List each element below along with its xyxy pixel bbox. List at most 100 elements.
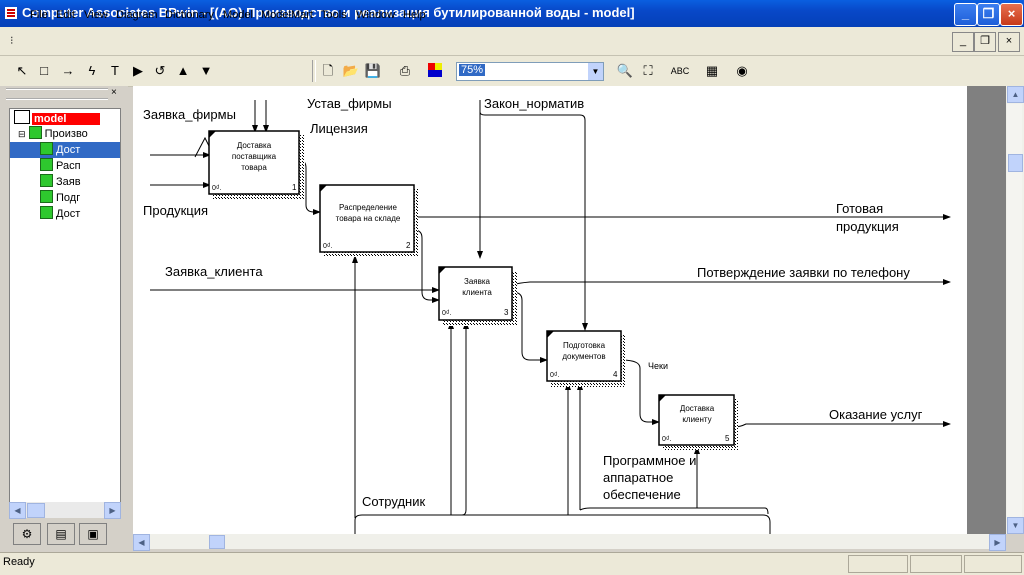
zoom-in-icon[interactable]: 🔍	[616, 63, 634, 78]
box-5-number: 5	[725, 434, 730, 443]
box-2-number: 2	[406, 241, 411, 250]
menu-window[interactable]: Window	[356, 9, 396, 21]
up-icon[interactable]: ▲	[176, 63, 190, 78]
arrow-sotrudnik-bus[interactable]	[354, 514, 771, 534]
box-1-label: Доставка	[237, 141, 272, 150]
document-icon[interactable]: ⁝	[10, 35, 14, 47]
menu-help[interactable]: Help	[403, 9, 426, 21]
tree-item[interactable]: Заяв	[40, 174, 81, 190]
activity-icon	[40, 190, 53, 203]
menu-diagram[interactable]: Diagram	[116, 9, 158, 21]
tree-item-selected[interactable]: Дост	[10, 142, 120, 158]
modelmart-icon[interactable]: ◉	[736, 63, 748, 78]
arrow-cheki[interactable]	[620, 359, 660, 425]
activity-icon	[40, 206, 53, 219]
status-bar: Ready	[0, 552, 1024, 575]
activity-box-2[interactable]: Распределение товара на складе 0₫. 2	[319, 184, 418, 257]
arrow-po-bus[interactable]	[579, 507, 769, 515]
scroll-left-icon[interactable]: ◀	[9, 502, 26, 519]
mdi-close-icon[interactable]: ×	[998, 32, 1020, 52]
bpwin-app-icon[interactable]	[4, 6, 18, 20]
print-icon[interactable]: ⎙	[399, 63, 411, 78]
panel-close-icon[interactable]: ×	[111, 87, 117, 98]
save-icon[interactable]: 💾	[364, 63, 382, 78]
tree-item[interactable]: Расп	[40, 158, 81, 174]
diagram-vertical-scrollbar[interactable]: ▲ ▼	[1006, 86, 1024, 534]
label-apparatnoe: аппаратное	[603, 470, 673, 485]
box-tool-icon[interactable]: □	[40, 63, 48, 78]
squiggle-tool-icon[interactable]: ϟ	[88, 63, 96, 78]
down-icon[interactable]: ▼	[199, 63, 213, 78]
menu-file[interactable]: File	[30, 9, 48, 21]
diagrams-tab-icon[interactable]: ▤	[47, 523, 75, 545]
scroll-right-icon[interactable]: ▶	[989, 534, 1006, 551]
tree-root[interactable]: model	[14, 110, 101, 126]
arrow-3-4[interactable]	[511, 291, 548, 363]
zoom-fit-icon[interactable]: ⛶	[643, 63, 653, 78]
text-tool-icon[interactable]: T	[111, 63, 119, 78]
menu-modelmart[interactable]: ModelMart	[261, 9, 313, 21]
scroll-thumb[interactable]	[1008, 154, 1023, 172]
activity-icon	[40, 174, 53, 187]
box-1-label: товара	[241, 163, 267, 172]
menu-dictionary[interactable]: Dictionary	[165, 9, 214, 21]
tree-item[interactable]: Подг	[40, 190, 80, 206]
scroll-track[interactable]	[1007, 104, 1022, 524]
go-to-child-icon[interactable]: ▶	[133, 63, 143, 78]
scroll-thumb[interactable]	[27, 503, 45, 518]
activity-box-4[interactable]: Подготовка документов 0₫. 4	[546, 330, 626, 387]
arrow-okazanie-uslug[interactable]	[733, 421, 951, 428]
label-zakon-normativ: Закон_норматив	[484, 96, 584, 111]
close-icon[interactable]: ×	[1000, 3, 1023, 26]
color-icon[interactable]	[425, 61, 445, 81]
activity-icon	[28, 126, 42, 139]
scroll-right-icon[interactable]: ▶	[104, 502, 121, 519]
scroll-left-icon[interactable]: ◀	[133, 534, 150, 551]
zoom-select[interactable]: 75% ▼	[456, 62, 604, 81]
tree-item[interactable]: Дост	[40, 206, 80, 222]
pointer-tool-icon[interactable]: ↖	[16, 63, 28, 78]
scroll-up-icon[interactable]: ▲	[1007, 86, 1024, 103]
activity-box-5[interactable]: Доставка клиенту 0₫. 5	[658, 394, 738, 450]
arrow-zakon-to-4[interactable]	[479, 111, 588, 331]
diagram-horizontal-scrollbar[interactable]: ◀ ▶	[133, 534, 1006, 551]
box-4-cost: 0₫.	[550, 372, 559, 379]
arrow-sotrudnik-3b[interactable]	[461, 321, 469, 516]
activities-tab-icon[interactable]: ⚙	[13, 523, 41, 545]
activity-box-3[interactable]: Заявка клиента 0₫. 3	[438, 266, 517, 326]
label-podtverzhdenie: Потверждение заявки по телефону	[697, 265, 910, 280]
arrow-2-3[interactable]	[413, 229, 440, 303]
idef0-diagram[interactable]: Доставка поставщика товара 0₫. 1 Распред…	[133, 86, 967, 534]
mdi-minimize-icon[interactable]: _	[952, 32, 974, 52]
model-tree[interactable]: model ⊟ Произво Дост Расп Заяв Подг Дост	[9, 108, 121, 504]
menu-model[interactable]: Model	[223, 9, 253, 21]
objects-tab-icon[interactable]: ▣	[79, 523, 107, 545]
restore-icon[interactable]: ❐	[977, 3, 1000, 26]
chevron-down-icon[interactable]: ▼	[588, 63, 603, 80]
tree-root-label: model	[32, 113, 101, 125]
tree-item-activity[interactable]: ⊟ Произво	[18, 126, 88, 140]
tree-horizontal-scrollbar[interactable]: ◀ ▶	[9, 502, 121, 519]
open-icon[interactable]: 📂	[342, 63, 360, 78]
menu-edit[interactable]: Edit	[56, 9, 75, 21]
scroll-down-icon[interactable]: ▼	[1007, 517, 1024, 534]
tree-item-label: Подг	[56, 192, 81, 204]
spell-check-icon[interactable]: ABC	[670, 66, 690, 76]
new-icon[interactable]: 🗋	[322, 63, 334, 78]
arrow-tool-icon[interactable]: →	[61, 63, 75, 78]
mdi-restore-icon[interactable]: ❐	[974, 32, 996, 52]
scroll-thumb[interactable]	[209, 535, 225, 549]
go-to-parent-icon[interactable]: ↺	[154, 63, 166, 78]
menu-tools[interactable]: Tools	[321, 9, 347, 21]
panel-grip[interactable]	[6, 88, 108, 100]
box-3-number: 3	[504, 308, 509, 317]
model-icon	[14, 110, 30, 124]
model-explorer-icon[interactable]: ▦	[705, 63, 719, 78]
menu-view[interactable]: View	[84, 9, 108, 21]
activity-box-1[interactable]: Доставка поставщика товара 0₫. 1	[208, 130, 305, 199]
label-produktsiya-out: продукция	[836, 219, 899, 234]
box-2-label: Распределение	[339, 203, 397, 212]
label-obespechenie: обеспечение	[603, 487, 681, 502]
minimize-icon[interactable]: _	[954, 3, 977, 26]
arrow-podtverzhdenie[interactable]	[511, 279, 951, 286]
